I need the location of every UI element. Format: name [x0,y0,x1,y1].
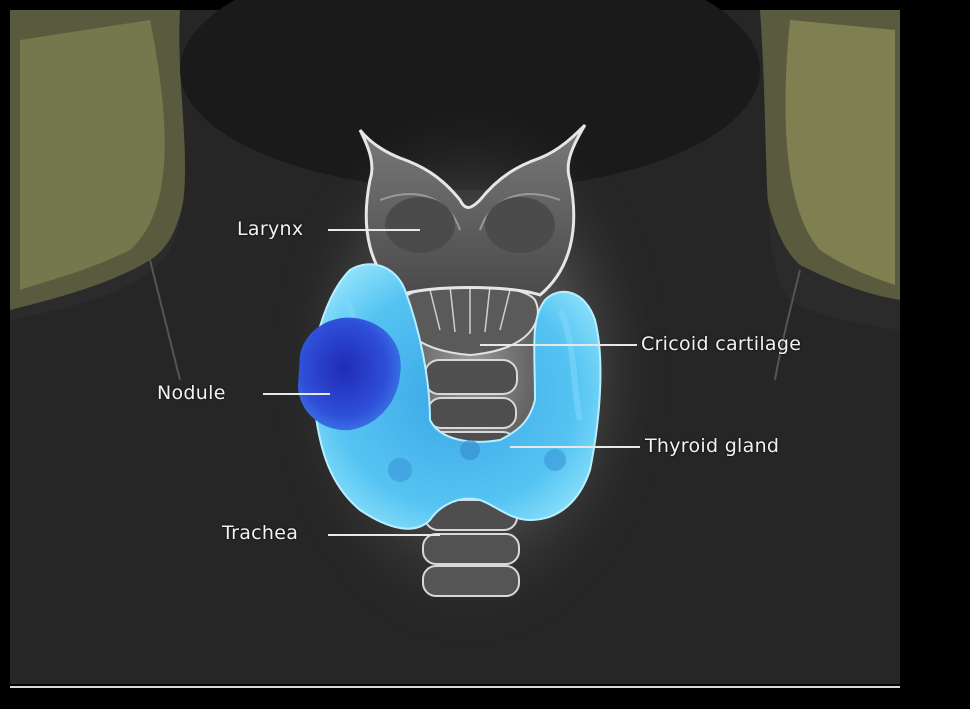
label-larynx: Larynx [237,218,303,240]
bottom-rule [10,686,900,688]
label-nodule: Nodule [157,382,226,404]
label-trachea: Trachea [222,522,298,544]
label-cricoid-cartilage: Cricoid cartilage [641,333,801,355]
label-thyroid-gland: Thyroid gland [645,435,779,457]
